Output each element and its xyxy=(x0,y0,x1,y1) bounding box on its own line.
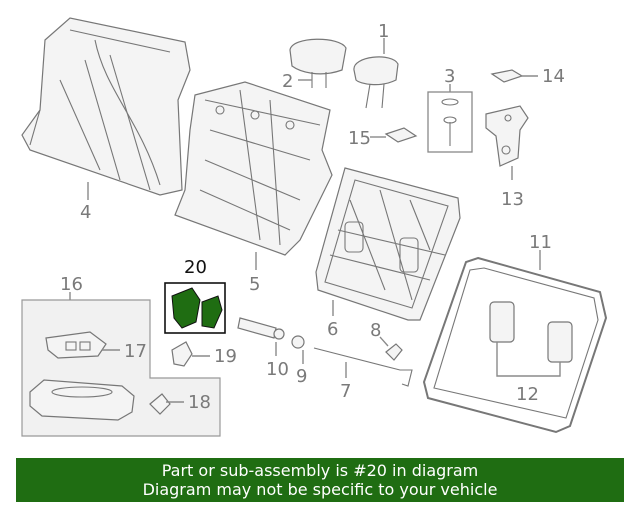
callout-3[interactable]: 3 xyxy=(444,66,455,87)
callout-14[interactable]: 14 xyxy=(542,66,565,87)
callout-10[interactable]: 10 xyxy=(266,359,289,380)
info-banner: Part or sub-assembly is #20 in diagram D… xyxy=(16,458,624,502)
part-6-seat-back-panel[interactable] xyxy=(315,167,461,321)
part-14-bracket[interactable] xyxy=(490,69,524,83)
leader-8 xyxy=(379,336,389,347)
callout-4[interactable]: 4 xyxy=(80,202,91,223)
banner-line-2: Diagram may not be specific to your vehi… xyxy=(142,480,498,499)
part-16-armrest[interactable] xyxy=(29,379,135,421)
part-20-highlighted[interactable] xyxy=(164,282,226,334)
part-18-bracket[interactable] xyxy=(149,393,171,415)
banner-line-1: Part or sub-assembly is #20 in diagram xyxy=(161,461,479,480)
part-17-cover[interactable] xyxy=(45,331,107,359)
part-13-latch[interactable] xyxy=(485,105,529,167)
part-10-bolt[interactable] xyxy=(237,317,285,340)
part-4-seat-back-cushion[interactable] xyxy=(21,17,191,196)
callout-12[interactable]: 12 xyxy=(516,384,539,405)
callout-15[interactable]: 15 xyxy=(348,128,371,149)
callout-2[interactable]: 2 xyxy=(282,71,293,92)
callout-19[interactable]: 19 xyxy=(214,346,237,367)
part-12-clips[interactable] xyxy=(489,301,573,363)
callout-13[interactable]: 13 xyxy=(501,189,524,210)
part-5-seat-back-frame[interactable] xyxy=(174,81,333,256)
callout-17[interactable]: 17 xyxy=(124,341,147,362)
part-2-headrest[interactable] xyxy=(289,38,347,88)
part-15-bezel[interactable] xyxy=(384,127,418,143)
part-11-seal-frame[interactable] xyxy=(422,256,608,434)
callout-20[interactable]: 20 xyxy=(184,257,207,278)
callout-6[interactable]: 6 xyxy=(327,319,338,340)
callout-8[interactable]: 8 xyxy=(370,320,381,341)
part-19-clip[interactable] xyxy=(171,341,193,367)
callout-16[interactable]: 16 xyxy=(60,274,83,295)
callout-9[interactable]: 9 xyxy=(296,366,307,387)
callout-18[interactable]: 18 xyxy=(188,392,211,413)
leader-12 xyxy=(496,342,561,377)
part-3-headrest-guide[interactable] xyxy=(427,91,473,153)
part-1-headrest[interactable] xyxy=(353,56,399,109)
part-8-clip[interactable] xyxy=(385,343,403,361)
callout-1[interactable]: 1 xyxy=(378,21,389,42)
part-9-nut[interactable] xyxy=(291,335,305,349)
callout-7[interactable]: 7 xyxy=(340,381,351,402)
part-7-rod[interactable] xyxy=(313,347,413,387)
callout-5[interactable]: 5 xyxy=(249,274,260,295)
callout-11[interactable]: 11 xyxy=(529,232,552,253)
